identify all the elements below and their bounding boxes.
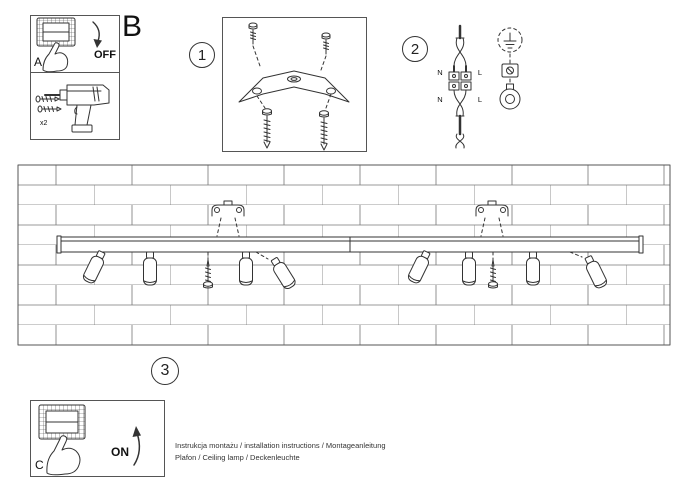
tools-icon (35, 84, 110, 133)
track-bar (56, 235, 644, 254)
hand-icon (42, 42, 69, 72)
wire-label-n-bottom: N (437, 95, 442, 104)
screws-count: x2 (40, 120, 48, 127)
arrow-down-icon (92, 21, 102, 48)
screw-long-icon (319, 93, 332, 151)
footer-captions: Instrukcja montażu / installation instru… (175, 440, 386, 464)
screw-icon (35, 95, 60, 103)
drill-icon (44, 84, 110, 133)
hand-icon (46, 435, 81, 476)
bracket-assembly-icon (238, 22, 350, 151)
switch-on-icon (38, 404, 141, 476)
wall-switch-icon (36, 17, 76, 47)
main-illustration (17, 164, 671, 346)
screw-long-icon (256, 95, 272, 149)
wall-switch-icon (38, 404, 86, 440)
screw-short-icon (248, 22, 261, 67)
screw-short-icon (320, 32, 331, 71)
cable-wires-icon (448, 24, 472, 149)
switch-state-off: OFF (94, 49, 116, 61)
footer-line-product: Plafon / Ceiling lamp / Deckenleuchte (175, 453, 300, 462)
footer-line-instructions: Instrukcja montażu / installation instru… (175, 441, 386, 450)
step-3-number: 3 (160, 362, 170, 379)
brick-wall (17, 164, 671, 346)
step-3-badge: 3 (151, 357, 179, 385)
step-2-badge: 2 (402, 36, 428, 62)
step-1-badge: 1 (189, 42, 215, 68)
panel-tools: x2 (30, 72, 120, 140)
panel-switch-on: ON C (30, 400, 165, 477)
attach-guide-line (569, 251, 583, 258)
wire-label-l-top: L (478, 68, 482, 77)
panel-c-label: C (35, 458, 44, 472)
arrow-up-icon (132, 426, 141, 466)
attach-guide-line (255, 251, 269, 260)
step-2-number: 2 (410, 40, 420, 58)
switch-state-on: ON (111, 445, 129, 459)
ground-terminal-icon (497, 27, 523, 110)
screw-icon (37, 105, 62, 113)
panel-switch-off: OFF A (30, 15, 120, 73)
wire-label-l-bottom: L (478, 95, 482, 104)
mounting-bracket-icon (238, 70, 350, 103)
panel-a-label: A (34, 55, 43, 69)
panel-step-1 (222, 17, 367, 152)
section-letter-b: B (122, 10, 143, 43)
step-1-number: 1 (197, 46, 207, 64)
wiring-diagram: N L N L (437, 24, 523, 149)
wire-label-n-top: N (437, 68, 442, 77)
switch-off-icon (36, 17, 102, 72)
